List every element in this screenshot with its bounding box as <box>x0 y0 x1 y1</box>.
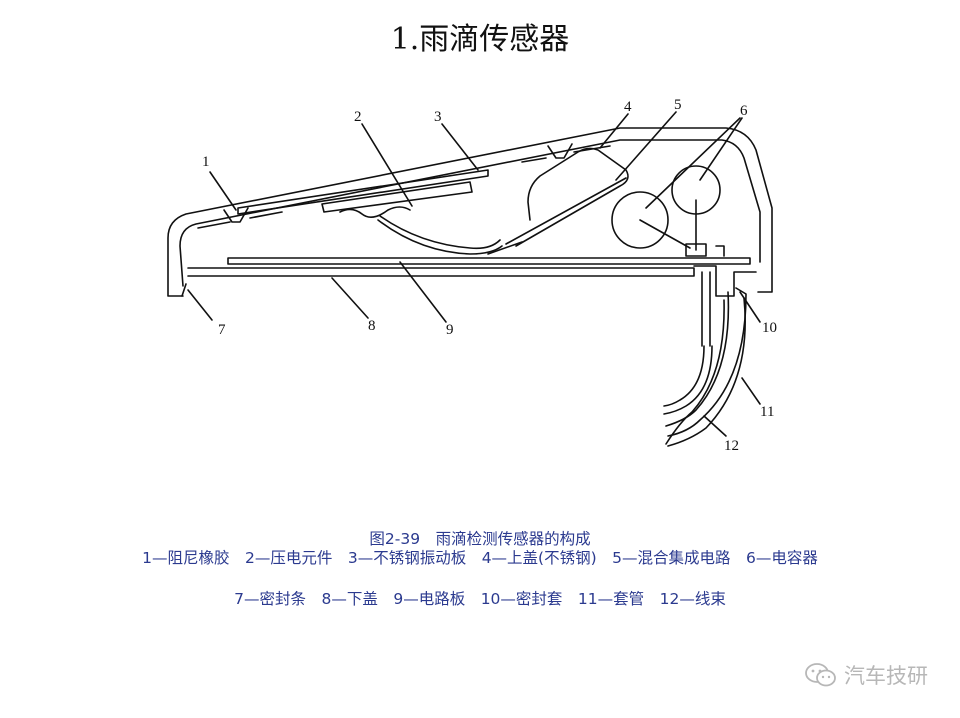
leader-10 <box>739 291 761 323</box>
damping-rubber-1 <box>223 207 249 223</box>
hybrid-ic-pins <box>487 241 523 255</box>
damping-rubber-4 <box>249 211 283 219</box>
leader-4 <box>599 113 629 149</box>
capacitor-1 <box>611 191 669 249</box>
tube-outer <box>667 287 747 437</box>
label-12: 12 <box>724 438 739 454</box>
label-6: 6 <box>740 103 748 119</box>
figure-caption-title: 图2-39 雨滴检测传感器的构成 <box>369 530 591 548</box>
page-title: 1.雨滴传感器 <box>390 22 570 57</box>
label-11: 11 <box>760 404 774 420</box>
leader-6a <box>645 117 741 209</box>
lead-wire-2 <box>377 219 503 255</box>
vibration-plate <box>237 169 489 215</box>
wire-harness-1 <box>663 345 713 415</box>
leader-12 <box>703 415 727 437</box>
piezo-lead <box>339 206 411 218</box>
lower-cover-edge <box>181 283 187 297</box>
wire-harness-2 <box>663 345 705 407</box>
label-10: 10 <box>762 320 777 336</box>
leader-3 <box>441 123 479 171</box>
watermark-text: 汽车技研 <box>844 664 928 688</box>
wire-harness-4 <box>667 297 746 447</box>
upper-cover-inner <box>179 139 761 287</box>
leader-8 <box>331 277 369 319</box>
leader-9 <box>399 261 447 323</box>
label-2: 2 <box>354 109 362 125</box>
leader-6b <box>699 117 743 181</box>
damping-rubber-2 <box>547 143 573 159</box>
hybrid-ic <box>515 147 629 247</box>
label-7: 7 <box>218 322 226 338</box>
label-3: 3 <box>434 109 442 125</box>
wire-harness-3 <box>665 299 725 445</box>
piezo-element <box>321 181 473 213</box>
hybrid-ic-lower <box>505 177 627 245</box>
leader-5 <box>615 111 677 181</box>
label-8: 8 <box>368 318 376 334</box>
capacitor-base <box>685 243 707 257</box>
leader-11 <box>741 377 761 405</box>
watermark: 汽车技研 <box>804 660 928 690</box>
label-1: 1 <box>202 154 210 170</box>
capacitor-leg-1 <box>639 219 691 249</box>
label-9: 9 <box>446 322 454 338</box>
damping-rubber-3 <box>197 221 231 229</box>
leader-7 <box>187 289 213 321</box>
label-4: 4 <box>624 99 632 115</box>
seal-boot <box>693 265 757 297</box>
lower-cover <box>187 267 695 277</box>
damping-rubber-5 <box>521 157 547 163</box>
capacitor-base-2 <box>715 245 725 257</box>
wechat-icon <box>805 663 836 687</box>
seal-boot-inner <box>701 271 711 347</box>
label-5: 5 <box>674 97 682 113</box>
lead-wire <box>379 215 501 250</box>
leader-2 <box>361 123 413 207</box>
figure-caption-legend-2: 7—密封条 8—下盖 9—电路板 10—密封套 11—套管 12—线束 <box>234 590 726 608</box>
tube-inner <box>665 291 730 427</box>
upper-cover-outline <box>167 127 773 297</box>
circuit-board <box>227 257 751 265</box>
leader-1 <box>209 171 237 211</box>
figure-caption-legend-1: 1—阻尼橡胶 2—压电元件 3—不锈钢振动板 4—上盖(不锈钢) 5—混合集成电… <box>142 549 818 567</box>
